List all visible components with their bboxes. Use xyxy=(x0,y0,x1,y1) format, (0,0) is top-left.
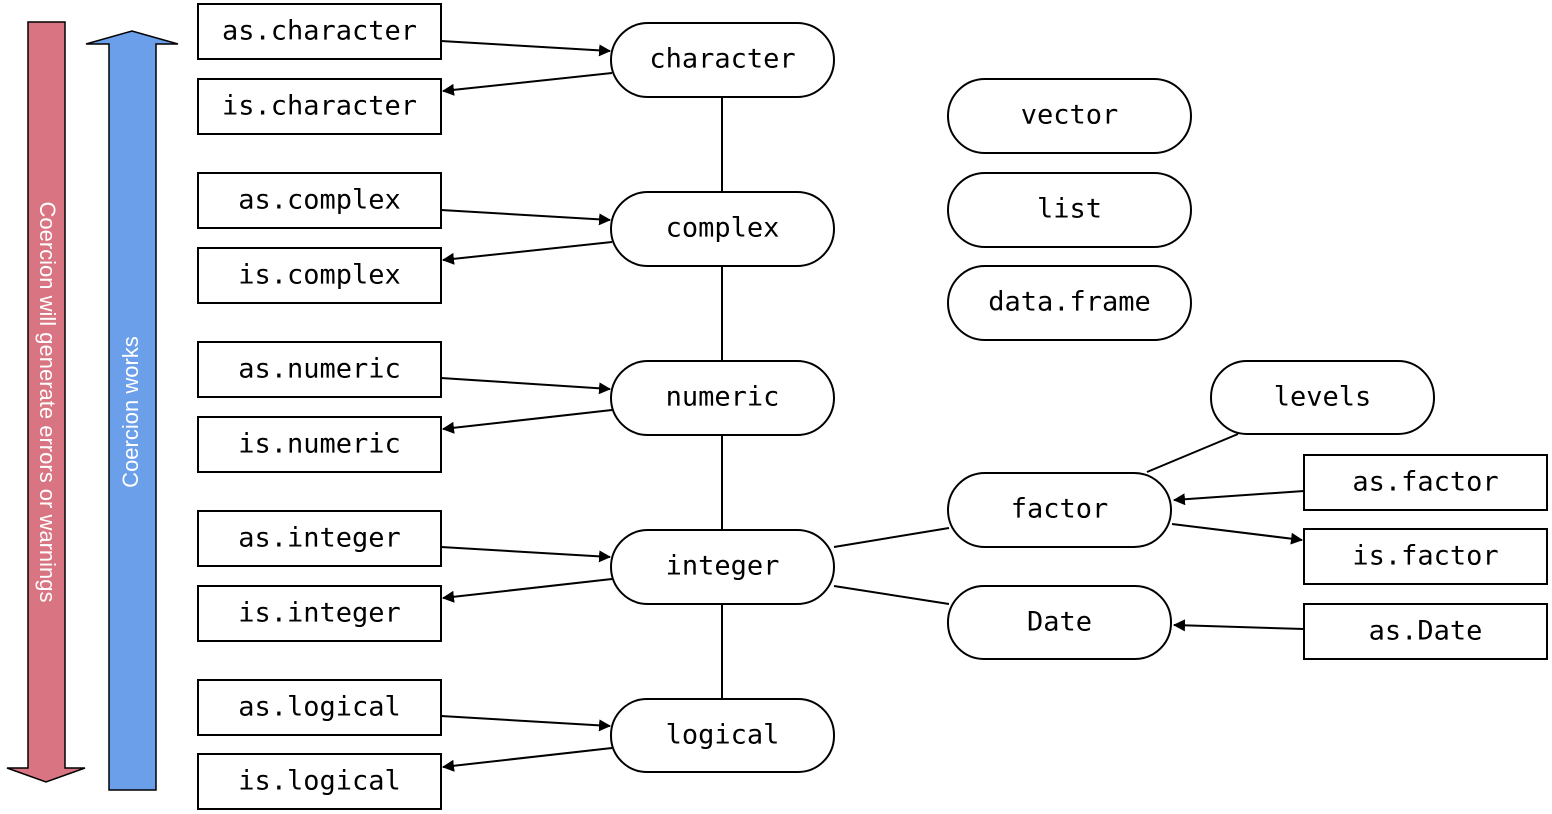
type-node-data-frame: data.frame xyxy=(947,265,1192,341)
type-label-character: character xyxy=(649,44,795,75)
down-arrow-errors: Coercion will generate errors or warning… xyxy=(6,21,86,783)
function-box-as-logical: as.logical xyxy=(197,679,442,736)
edge-factor-levels xyxy=(1146,433,1239,473)
type-label-numeric: numeric xyxy=(666,382,780,413)
arrow-as-complex xyxy=(440,209,611,226)
function-label-as-factor: as.factor xyxy=(1352,467,1498,498)
function-arrows xyxy=(440,40,1305,772)
function-label-is-complex: is.complex xyxy=(238,260,401,291)
arrow-is-integer xyxy=(442,578,613,603)
arrow-as-integer xyxy=(440,546,611,563)
arrow-is-numeric xyxy=(442,409,613,434)
function-box-as-numeric: as.numeric xyxy=(197,341,442,398)
type-node-factor: factor xyxy=(947,472,1172,548)
function-box-is-complex: is.complex xyxy=(197,247,442,304)
type-node-logical: logical xyxy=(610,698,835,773)
down-arrow-label: Coercion will generate errors or warning… xyxy=(35,201,60,602)
function-box-is-logical: is.logical xyxy=(197,753,442,810)
type-node-complex: complex xyxy=(610,191,835,267)
edge-integer-factor xyxy=(833,527,950,548)
type-label-integer: integer xyxy=(666,551,780,582)
arrow-as-character xyxy=(440,40,611,57)
function-box-is-numeric: is.numeric xyxy=(197,416,442,473)
arrow-as-date xyxy=(1173,619,1305,632)
function-box-as-character: as.character xyxy=(197,3,442,60)
function-label-as-numeric: as.numeric xyxy=(238,354,401,385)
type-node-integer: integer xyxy=(610,529,835,605)
type-label-vector: vector xyxy=(1021,100,1119,131)
type-node-list: list xyxy=(947,172,1192,248)
function-label-as-integer: as.integer xyxy=(238,523,401,554)
function-box-as-factor: as.factor xyxy=(1303,454,1548,511)
function-label-as-date: as.Date xyxy=(1369,616,1483,647)
type-node-character: character xyxy=(610,22,835,98)
type-label-logical: logical xyxy=(666,720,780,751)
type-label-list: list xyxy=(1037,194,1102,225)
function-label-as-logical: as.logical xyxy=(238,692,401,723)
down-arrow-shape xyxy=(6,21,86,783)
type-label-date: Date xyxy=(1027,607,1092,638)
up-arrow-label: Coercion works xyxy=(118,336,143,488)
type-label-factor: factor xyxy=(1011,494,1109,525)
function-box-as-date: as.Date xyxy=(1303,603,1548,660)
function-label-as-complex: as.complex xyxy=(238,185,401,216)
function-box-as-integer: as.integer xyxy=(197,510,442,567)
function-label-is-numeric: is.numeric xyxy=(238,429,401,460)
factor-date-connectors xyxy=(833,433,1239,605)
type-label-complex: complex xyxy=(666,213,780,244)
arrow-is-factor xyxy=(1171,523,1303,545)
function-box-is-integer: is.integer xyxy=(197,585,442,642)
type-node-levels: levels xyxy=(1210,360,1435,435)
arrow-is-character xyxy=(442,72,613,96)
up-arrow-shape xyxy=(85,30,179,791)
type-label-levels: levels xyxy=(1274,382,1372,413)
arrow-as-logical xyxy=(440,715,611,732)
function-label-is-factor: is.factor xyxy=(1352,541,1498,572)
arrow-as-factor xyxy=(1173,490,1305,506)
edge-integer-date xyxy=(833,585,950,605)
function-label-as-character: as.character xyxy=(222,16,417,47)
function-label-is-character: is.character xyxy=(222,91,417,122)
up-arrow-works: Coercion works xyxy=(85,30,179,791)
arrow-is-complex xyxy=(442,241,613,265)
arrow-is-logical xyxy=(442,747,613,772)
type-label-data-frame: data.frame xyxy=(988,287,1151,318)
type-node-vector: vector xyxy=(947,78,1192,154)
function-box-is-character: is.character xyxy=(197,78,442,135)
function-label-is-logical: is.logical xyxy=(238,766,401,797)
type-node-date: Date xyxy=(947,585,1172,660)
arrow-as-numeric xyxy=(440,377,611,395)
function-box-as-complex: as.complex xyxy=(197,172,442,229)
function-label-is-integer: is.integer xyxy=(238,598,401,629)
function-box-is-factor: is.factor xyxy=(1303,528,1548,585)
type-node-numeric: numeric xyxy=(610,360,835,436)
